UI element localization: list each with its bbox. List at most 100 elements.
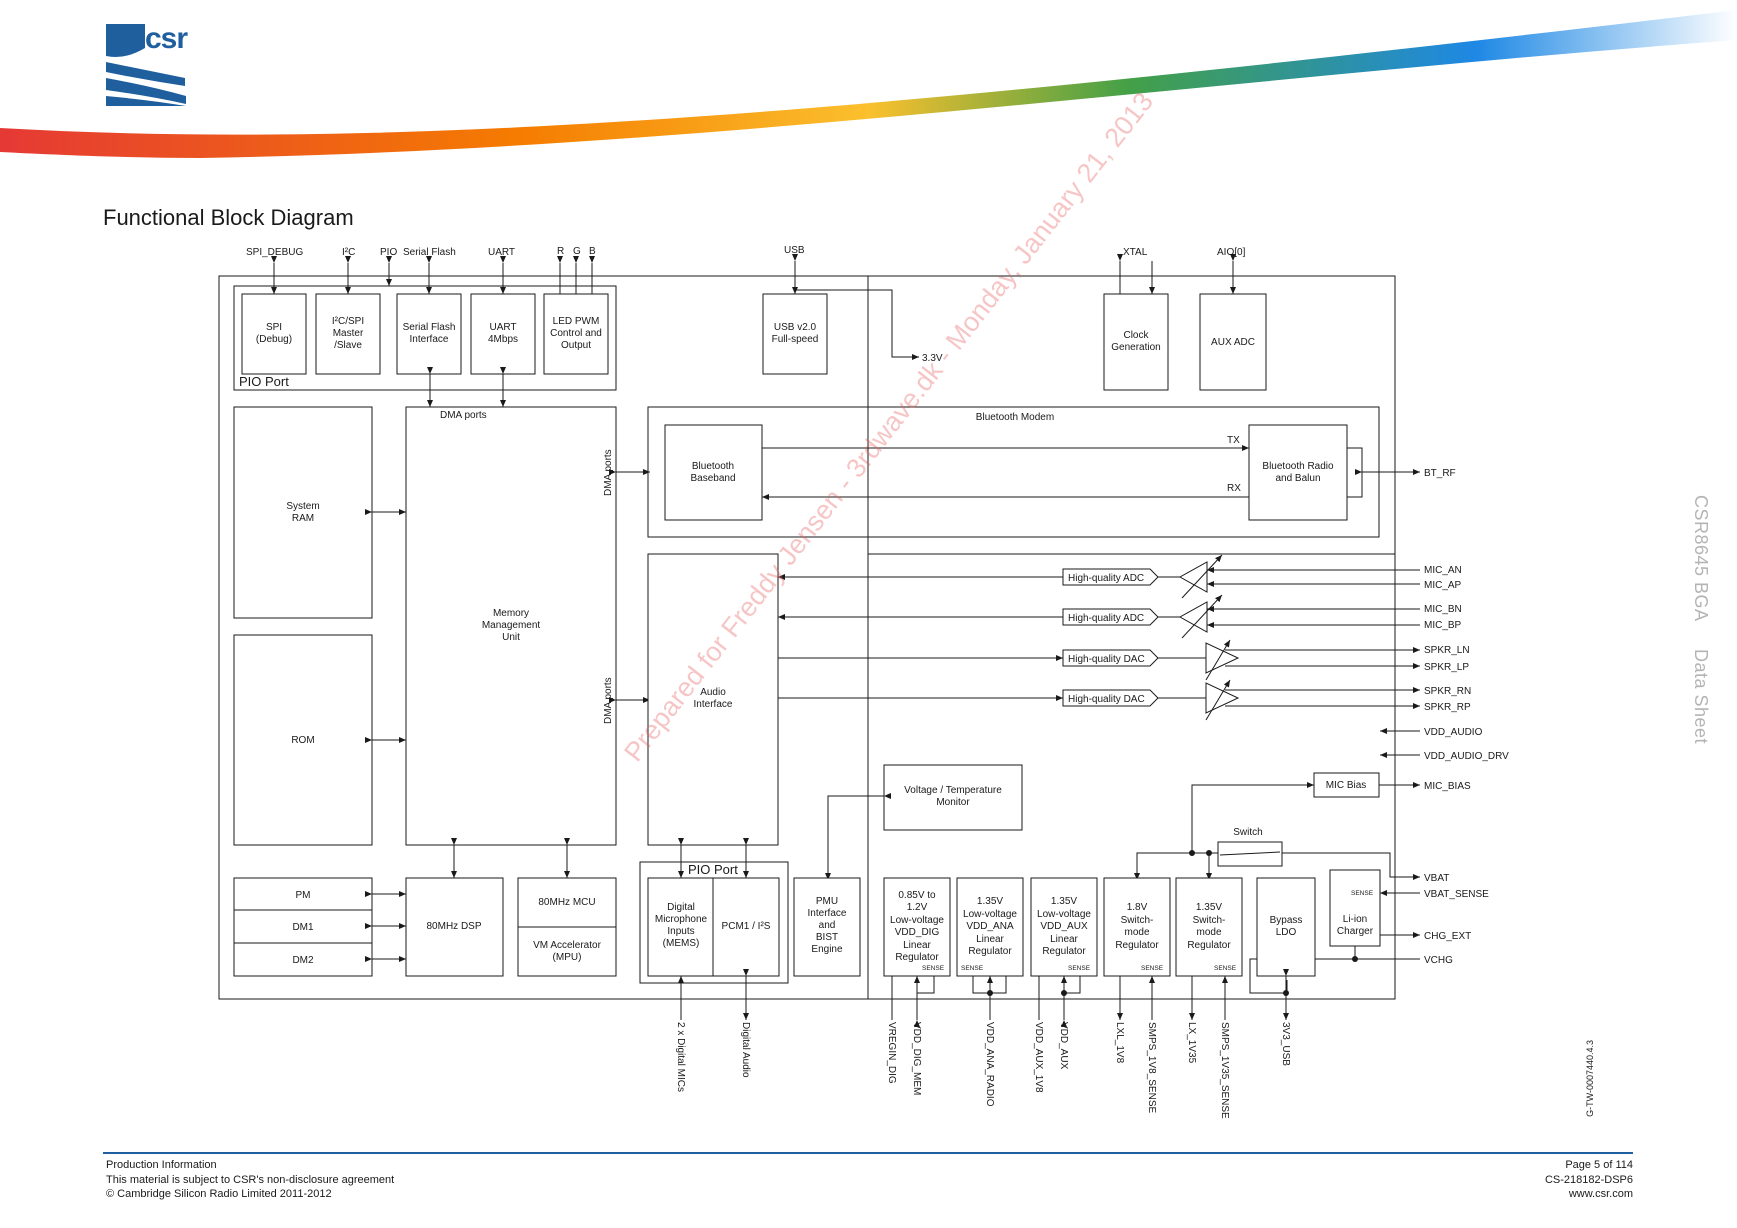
pmu-label: PMU <box>816 896 838 907</box>
bt-baseband-label: Baseband <box>690 473 735 484</box>
side-title-part: CSR8645 BGA <box>1691 495 1711 622</box>
audio-interface-label: Interface <box>694 699 733 710</box>
signal-serial-flash: Serial Flash <box>403 247 456 258</box>
signal-mic-bp: MIC_BP <box>1424 620 1462 631</box>
signal-spi-debug: SPI_DEBUG <box>246 247 303 258</box>
pmu-label: Engine <box>811 944 843 955</box>
mmu-label: Unit <box>502 632 520 643</box>
chip-outline <box>218 275 1396 1000</box>
footer-website-link[interactable]: www.csr.com <box>1568 1188 1633 1200</box>
signal-aio0: AIO[0] <box>1217 247 1246 258</box>
clock-label: Generation <box>1111 342 1160 353</box>
sense-label: SENSE <box>922 965 945 972</box>
smps135-label: Switch- <box>1193 915 1226 926</box>
signal-r: R <box>557 246 564 257</box>
smps135-label: 1.35V <box>1196 902 1222 913</box>
sense-label: SENSE <box>1068 965 1091 972</box>
signal-digital-mics: 2 x Digital MICs <box>675 1022 686 1092</box>
li-ion-charger-block <box>1329 869 1381 947</box>
vdd-dig-regulator-block <box>883 877 951 977</box>
reg-dig-label: 0.85V to <box>898 890 936 901</box>
i2c-spi-label: I²C/SPI <box>332 316 364 327</box>
vdd-aux-regulator-block <box>1030 877 1098 977</box>
dma-ports-vertical: DMA ports <box>603 677 614 724</box>
dma-ports-vertical: DMA ports <box>603 449 614 496</box>
audio-interface-label: Audio <box>700 687 726 698</box>
footer-line: Production Information <box>106 1159 217 1171</box>
signal-smps-1v8-sense: SMPS_1V8_SENSE <box>1146 1022 1157 1113</box>
dsp-label: 80MHz DSP <box>426 921 481 932</box>
signal-g: G <box>573 246 581 257</box>
reg-aux-label: Low-voltage <box>1037 909 1091 920</box>
pmu-label: and <box>819 920 836 931</box>
dma-ports-top: DMA ports <box>440 410 487 421</box>
reg-ana-label: VDD_ANA <box>966 921 1014 932</box>
uart-label: UART <box>489 322 516 333</box>
dac-1-label: High-quality DAC <box>1068 654 1145 665</box>
color-swoosh <box>0 10 1737 158</box>
i2c-spi-label: Master <box>333 328 364 339</box>
reg-aux-label: Regulator <box>1042 946 1086 957</box>
wire-vbat <box>1282 852 1420 880</box>
uart-label: 4Mbps <box>488 334 518 345</box>
spkr-r-amp-icon <box>1158 679 1420 721</box>
dac-2-label: High-quality DAC <box>1068 694 1145 705</box>
reg-dig-label: Regulator <box>895 952 939 963</box>
pmu-block <box>793 877 861 977</box>
signal-vdd-ana-radio: VDD_ANA_RADIO <box>984 1022 995 1107</box>
uart-block <box>470 293 536 375</box>
footer-line: This material is subject to CSR's non-di… <box>106 1173 395 1186</box>
mmu-block <box>405 406 617 846</box>
signal-spkr-lp: SPKR_LP <box>1424 662 1469 673</box>
smps18-label: Switch- <box>1121 915 1154 926</box>
digital-mic-block <box>647 877 714 977</box>
spi-debug-label: SPI <box>266 322 282 333</box>
dm1-block <box>233 909 373 944</box>
dm2-label: DM2 <box>292 955 314 966</box>
signal-pio: PIO <box>380 247 397 258</box>
side-title: CSR8645 BGA Data Sheet <box>1690 495 1711 766</box>
bypass-ldo-block <box>1256 877 1316 977</box>
reg-aux-label: VDD_AUX <box>1040 921 1088 932</box>
bt-radio-block <box>1248 424 1348 521</box>
junction-dot <box>1283 990 1289 996</box>
serial-flash-label: Interface <box>410 334 449 345</box>
signal-usb: USB <box>784 245 805 256</box>
mmu-label: Memory <box>493 608 529 619</box>
footer-rule <box>103 1152 1633 1154</box>
signal-vbat: VBAT <box>1424 873 1449 884</box>
signal-xtal: XTAL <box>1123 247 1148 258</box>
reg-dig-label: Linear <box>903 940 931 951</box>
signal-b: B <box>589 246 596 257</box>
system-ram-label: RAM <box>292 513 314 524</box>
adc-2-label: High-quality ADC <box>1068 613 1144 624</box>
reg-ana-label: Low-voltage <box>963 909 1017 920</box>
clock-label: Clock <box>1123 330 1149 341</box>
i2c-spi-label: /Slave <box>334 340 362 351</box>
smps18-label: Regulator <box>1115 940 1159 951</box>
reg-dig-label: Low-voltage <box>890 915 944 926</box>
pio-port-2-group <box>639 861 789 984</box>
spkr-l-amp-icon <box>1158 639 1420 681</box>
junction-dot <box>987 990 993 996</box>
signal-bt-rf: BT_RF <box>1424 468 1456 479</box>
spi-debug-label: (Debug) <box>256 334 292 345</box>
voltage-temperature-monitor-block <box>883 764 1023 831</box>
wire-switch-smps18 <box>1134 852 1218 880</box>
sense-label: SENSE <box>1141 965 1164 972</box>
footer-doc-number[interactable]: CS-218182-DSP6 <box>1544 1173 1633 1186</box>
signal-spkr-ln: SPKR_LN <box>1424 645 1470 656</box>
led-pwm-block <box>543 293 609 375</box>
header-banner <box>0 10 1737 158</box>
wire-balun <box>1347 447 1363 498</box>
mic-bias-label: MIC Bias <box>1326 780 1367 791</box>
sense-label: SENSE <box>961 965 984 972</box>
rom-block <box>233 634 373 846</box>
signal-spkr-rp: SPKR_RP <box>1424 702 1471 713</box>
pmu-label: Interface <box>808 908 847 919</box>
system-ram-label: System <box>286 501 319 512</box>
digital-mic-label: Microphone <box>655 914 708 925</box>
footer-left: Production Information This material is … <box>106 1158 394 1202</box>
reg-dig-label: 1.2V <box>907 902 928 913</box>
